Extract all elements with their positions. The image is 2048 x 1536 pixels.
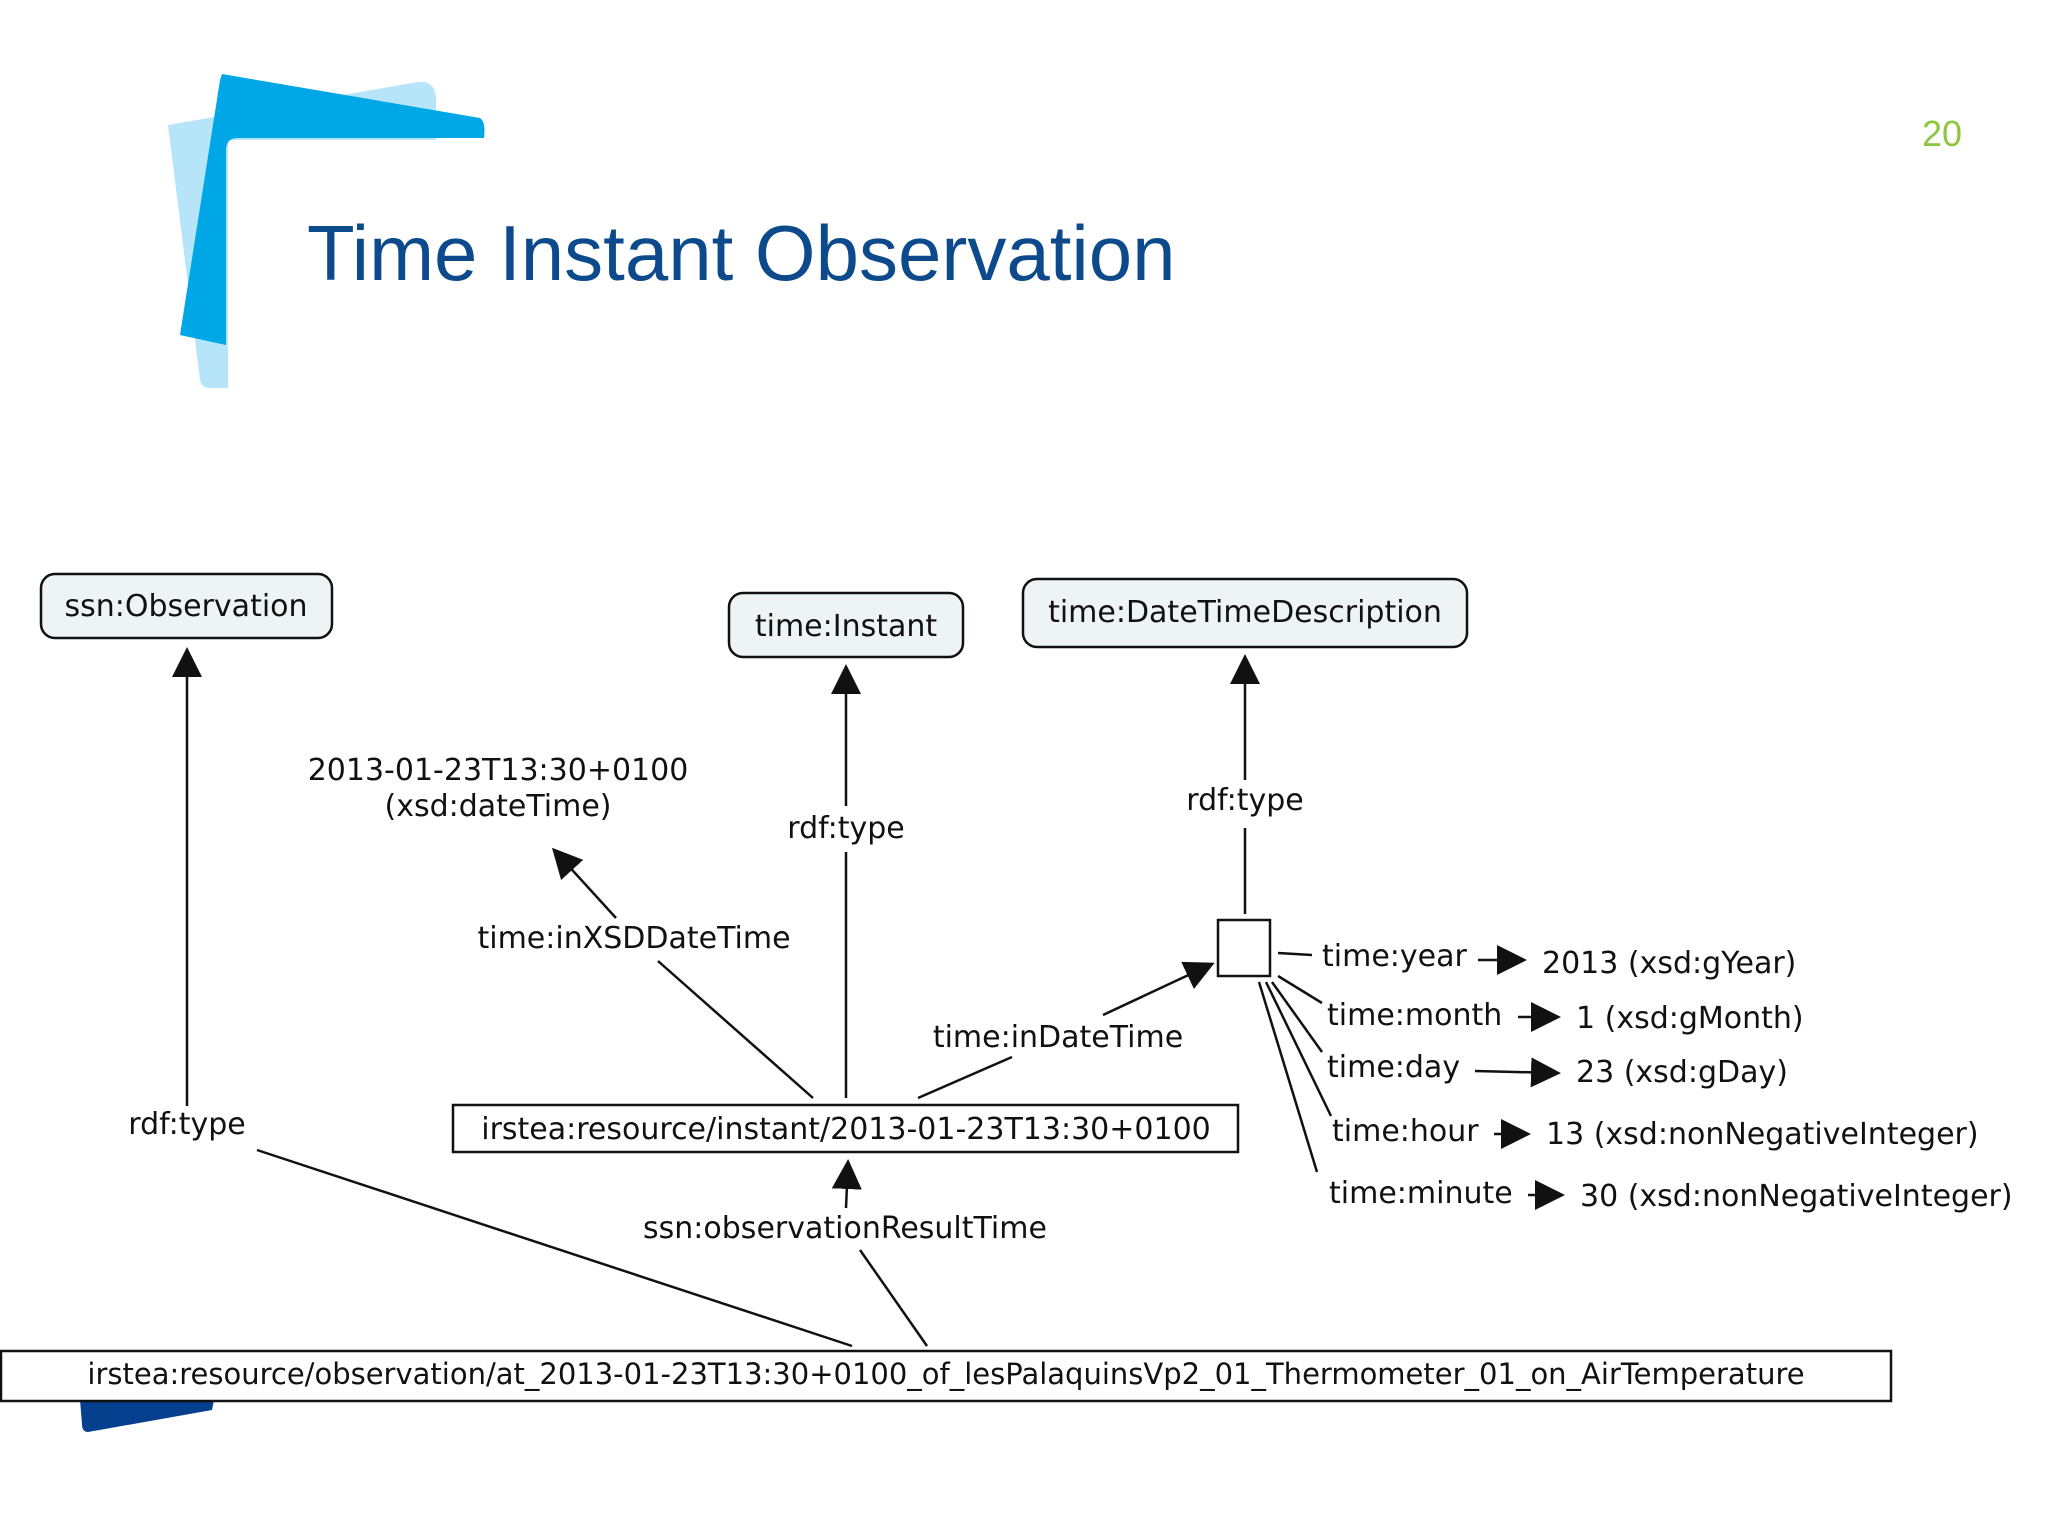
class-node-label: time:Instant [755, 609, 938, 644]
class-node-box [727, 591, 965, 659]
class-node-time-instant: time:Instant [727, 591, 965, 659]
resource-node-label: irstea:resource/observation/at_2013-01-2… [87, 1357, 1804, 1391]
edge-label: rdf:type [787, 811, 904, 846]
edge-instant-rdf-type: rdf:type [787, 664, 905, 1098]
edge-label: time:month [1327, 998, 1502, 1033]
literal-hour-value: 13 (xsd:nonNegativeInteger) [1546, 1117, 1979, 1152]
edge-hour: time:hour 13 (xsd:nonNegativeInteger) [1264, 981, 1979, 1152]
edge-description-rdf-type: rdf:type [1186, 654, 1304, 914]
edge-label: time:inDateTime [933, 1020, 1183, 1055]
resource-node-box [451, 1103, 1240, 1154]
blank-node-datetime-description [1216, 918, 1272, 978]
page-title: Time Instant Observation [307, 209, 1175, 297]
class-node-box [1021, 577, 1469, 649]
edge-month: time:month 1 (xsd:gMonth) [1277, 974, 1804, 1036]
edge-in-xsd-datetime: time:inXSDDateTime [477, 847, 814, 1099]
logo-dark-shape [180, 74, 485, 345]
class-node-time-datetime-description: time:DateTimeDescription [1021, 577, 1469, 649]
literal-month-value: 1 (xsd:gMonth) [1576, 1001, 1804, 1036]
resource-node-label: irstea:resource/instant/2013-01-23T13:30… [481, 1112, 1211, 1147]
class-node-label: ssn:Observation [64, 589, 307, 624]
edge-label: time:year [1322, 939, 1467, 974]
edge-year: time:year 2013 (xsd:gYear) [1277, 939, 1796, 981]
class-node-box [39, 572, 334, 640]
resource-node-observation: irstea:resource/observation/at_2013-01-2… [0, 1349, 1893, 1403]
edge-label: ssn:observationResultTime [643, 1211, 1047, 1246]
class-node-ssn-observation: ssn:Observation [39, 572, 334, 640]
edge-in-datetime: time:inDateTime [917, 961, 1215, 1100]
class-node-label: time:DateTimeDescription [1048, 595, 1442, 630]
page-number: 20 [1922, 113, 1962, 154]
edge-observation-rdf-type: rdf:type [128, 647, 853, 1348]
edge-day: time:day 23 (xsd:gDay) [1270, 981, 1788, 1090]
resource-node-instant: irstea:resource/instant/2013-01-23T13:30… [451, 1103, 1240, 1154]
logo-navy-shape [80, 1400, 214, 1432]
literal-datetime-type: (xsd:dateTime) [384, 789, 611, 824]
edge-label: rdf:type [1186, 783, 1303, 818]
literal-minute-value: 30 (xsd:nonNegativeInteger) [1580, 1179, 2013, 1214]
edge-label: rdf:type [128, 1107, 245, 1142]
edge-label: time:minute [1329, 1176, 1513, 1211]
edge-observation-result-time: ssn:observationResultTime [643, 1159, 1047, 1347]
edge-label: time:day [1327, 1050, 1460, 1085]
resource-node-box [0, 1349, 1893, 1403]
logo [80, 74, 485, 1432]
literal-datetime-value: 2013-01-23T13:30+0100 [308, 753, 689, 788]
edge-minute: time:minute 30 (xsd:nonNegativeInteger) [1257, 981, 2013, 1214]
edge-label: time:hour [1332, 1114, 1479, 1149]
literal-year-value: 2013 (xsd:gYear) [1542, 946, 1796, 981]
literal-day-value: 23 (xsd:gDay) [1576, 1055, 1788, 1090]
edge-label: time:inXSDDateTime [477, 921, 790, 956]
